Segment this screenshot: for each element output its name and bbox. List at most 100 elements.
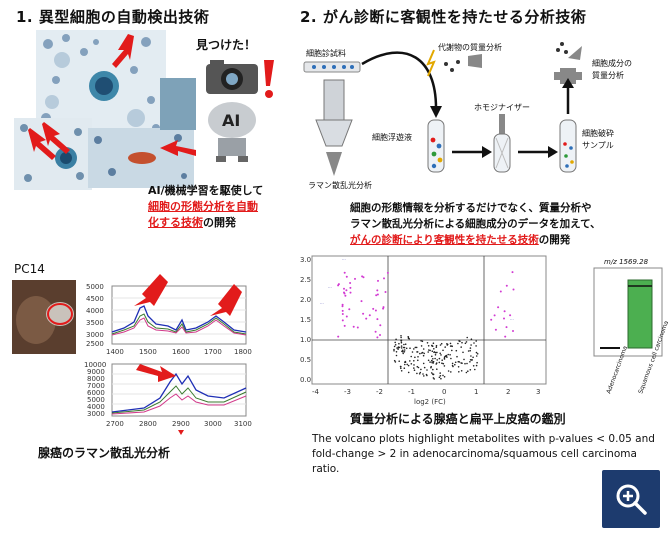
zoom-button[interactable] <box>602 470 660 528</box>
volcano-point-gray <box>475 355 478 357</box>
left-caption-red2: 化する技術 <box>148 216 203 229</box>
volcano-point-significant <box>511 271 514 274</box>
svg-text:...: ... <box>342 256 346 261</box>
volcano-point-significant <box>352 325 355 328</box>
volcano-point-gray <box>439 344 442 346</box>
volcano-point-gray <box>435 362 438 364</box>
volcano-point-gray <box>450 371 452 373</box>
volcano-point-gray <box>449 342 452 345</box>
volcano-point-gray <box>403 351 406 353</box>
volcano-point-gray <box>475 351 478 354</box>
volcano-point-gray <box>466 362 468 365</box>
volcano-point-gray <box>460 370 463 372</box>
volcano-point-gray <box>439 352 441 355</box>
volcano-point-gray <box>442 349 444 352</box>
vx-6: 2 <box>506 388 510 396</box>
volcano-point-gray <box>447 370 450 372</box>
volcano-point-gray <box>427 359 430 362</box>
volcano-point-gray <box>436 359 438 361</box>
volcano-point-gray <box>429 349 431 352</box>
volcano-point-gray <box>440 377 442 380</box>
volcano-point-gray <box>457 342 459 345</box>
volcano-point-significant <box>382 306 385 309</box>
volcano-description: The volcano plots highlight metabolites … <box>312 432 662 477</box>
volcano-point-gray <box>456 355 458 358</box>
volcano-point-gray <box>459 340 461 343</box>
volcano-point-significant <box>503 310 506 313</box>
volcano-point-significant <box>512 288 515 291</box>
volcano-point-gray <box>393 350 395 352</box>
volcano-point-gray <box>431 355 433 358</box>
label-metabolite: 代謝物の質量分析 <box>438 42 502 52</box>
volcano-point-gray <box>466 336 468 339</box>
volcano-point-gray <box>397 348 399 350</box>
volcano-point-gray <box>418 373 421 375</box>
pc14-cell-image <box>12 280 76 354</box>
volcano-point-significant <box>382 307 385 310</box>
bottom-ytick-2: 8000 <box>87 375 105 383</box>
volcano-point-gray <box>400 339 402 341</box>
volcano-point-gray <box>400 347 403 349</box>
callout-text: 見つけた！ <box>196 38 257 52</box>
boxplot-title: m/z 1569.28 <box>604 258 649 266</box>
volcano-point-gray <box>476 353 479 355</box>
volcano-point-gray <box>400 345 403 347</box>
volcano-point-significant <box>341 319 344 322</box>
volcano-point-significant <box>341 305 344 308</box>
volcano-point-gray <box>422 373 424 375</box>
volcano-point-gray <box>469 361 471 363</box>
top-xtick-1: 1500 <box>139 348 157 356</box>
volcano-point-significant <box>376 318 379 321</box>
volcano-point-gray <box>422 362 425 365</box>
volcano-point-significant <box>372 307 375 310</box>
volcano-point-gray <box>432 373 435 376</box>
top-xtick-3: 1700 <box>204 348 222 356</box>
volcano-point-significant <box>504 335 507 338</box>
volcano-point-gray <box>414 356 416 359</box>
volcano-point-gray <box>396 347 398 349</box>
volcano-point-gray <box>435 346 438 348</box>
volcano-point-gray <box>446 356 448 358</box>
bottom-xtick-4: 3100 <box>234 420 252 428</box>
volcano-point-gray <box>417 366 420 369</box>
bottom-series-2 <box>111 385 247 414</box>
volcano-point-gray <box>421 340 424 343</box>
volcano-point-significant <box>505 326 508 329</box>
volcano-point-gray <box>403 367 406 369</box>
volcano-point-gray <box>460 362 462 364</box>
volcano-point-gray <box>413 369 416 371</box>
volcano-point-gray <box>430 359 433 362</box>
volcano-point-gray <box>442 374 444 377</box>
volcano-point-gray <box>407 337 410 339</box>
volcano-point-gray <box>433 348 435 350</box>
cell-label-pc14: PC14 <box>14 262 45 276</box>
volcano-point-gray <box>431 350 434 352</box>
volcano-point-gray <box>457 366 460 368</box>
volcano-point-significant <box>343 287 345 290</box>
volcano-point-significant <box>374 309 377 312</box>
volcano-point-gray <box>411 351 414 353</box>
volcano-point-gray <box>442 362 445 365</box>
volcano-point-gray <box>434 351 437 354</box>
volcano-point-gray <box>469 369 472 371</box>
volcano-point-significant <box>341 303 344 306</box>
volcano-point-gray <box>469 359 472 361</box>
volcano-point-gray <box>400 367 402 370</box>
volcano-point-significant <box>503 317 505 320</box>
robot-camera-icon: AI <box>206 60 274 162</box>
volcano-point-gray <box>415 346 418 349</box>
volcano-point-significant <box>361 275 364 278</box>
top-series-3 <box>111 317 247 336</box>
label-component-1: 細胞成分の <box>592 58 632 68</box>
top-xtick-2: 1600 <box>172 348 190 356</box>
volcano-point-significant <box>360 300 363 303</box>
volcano-point-gray <box>423 352 425 355</box>
left-caption-tail: の開発 <box>203 216 236 229</box>
volcano-point-gray <box>414 346 417 349</box>
volcano-point-gray <box>395 354 398 357</box>
bottom-ytick-4: 6000 <box>87 389 105 397</box>
volcano-point-significant <box>512 330 514 332</box>
volcano-point-gray <box>449 345 452 347</box>
volcano-point-gray <box>421 351 424 354</box>
volcano-point-gray <box>426 342 429 344</box>
